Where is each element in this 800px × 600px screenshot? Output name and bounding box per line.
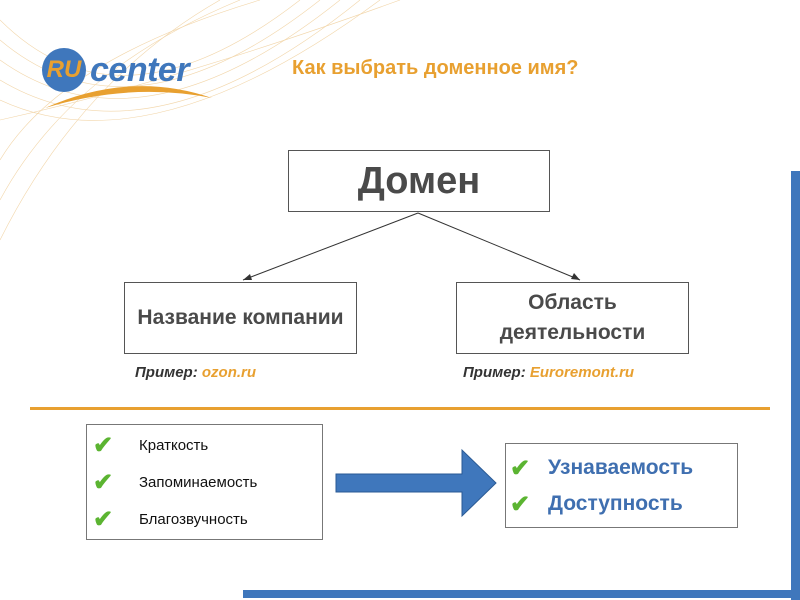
checkmark-icon: ✔: [510, 454, 531, 482]
list-item: ✔ Запоминаемость: [93, 464, 322, 501]
left-box-company-name: Название компании: [124, 282, 357, 354]
criterion-label: Краткость: [139, 437, 209, 454]
connector-left: [242, 212, 419, 281]
example-value: ozon.ru: [201, 364, 257, 381]
right-label: Область деятельности: [499, 291, 646, 344]
left-label: Название компании: [137, 306, 344, 329]
connector-right: [417, 212, 581, 281]
checkmark-icon: ✔: [93, 432, 114, 459]
criterion-label: Благозвучность: [139, 511, 248, 528]
list-item: ✔ Благозвучность: [93, 501, 322, 538]
example-prefix: Пример:: [135, 364, 198, 381]
logo-swoosh: [45, 86, 212, 108]
arrow-right-icon: [335, 448, 497, 518]
checkmark-icon: ✔: [93, 506, 114, 533]
example-value: Euroremont.ru: [529, 364, 635, 381]
list-item: ✔ Доступность: [510, 486, 737, 522]
criterion-label: Запоминаемость: [139, 474, 258, 491]
root-label: Домен: [357, 159, 481, 202]
logo-center-text: center: [90, 50, 190, 89]
criteria-box: ✔ Краткость ✔ Запоминаемость ✔ Благозвучнос…: [86, 424, 323, 540]
slide-title: Как выбрать доменное имя?: [292, 57, 579, 79]
result-label: Доступность: [548, 492, 683, 515]
frame-right-bar: [791, 171, 800, 600]
list-item: ✔ Краткость: [93, 427, 322, 464]
right-example: Пример: Euroremont.ru: [463, 364, 634, 381]
list-item: ✔ Узнаваемость: [510, 450, 737, 486]
checkmark-icon: ✔: [510, 490, 531, 518]
result-label: Узнаваемость: [548, 456, 694, 479]
separator-line: [30, 407, 770, 410]
left-example: Пример: ozon.ru: [135, 364, 256, 381]
example-prefix: Пример:: [463, 364, 526, 381]
logo-ru-circle: RU: [42, 48, 86, 92]
results-box: ✔ Узнаваемость ✔ Доступность: [505, 443, 738, 528]
logo: RU center: [42, 48, 190, 92]
checkmark-icon: ✔: [93, 469, 114, 496]
frame-bottom-bar: [243, 590, 800, 598]
root-box-domain: Домен: [288, 150, 550, 212]
wave-pattern: [0, 0, 401, 241]
right-box-activity: Область деятельности: [456, 282, 689, 354]
